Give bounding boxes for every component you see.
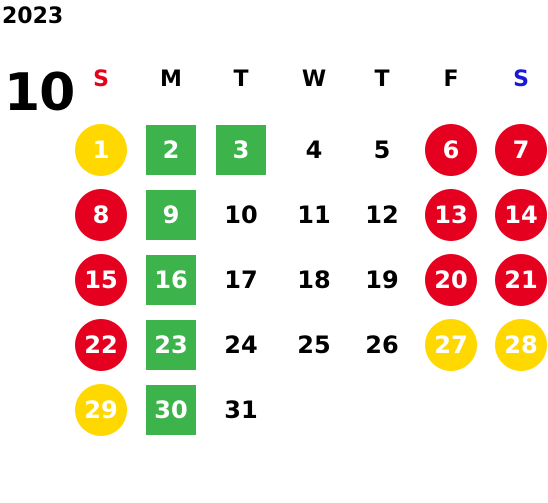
weekday-header-wed: W bbox=[301, 67, 327, 92]
year-label: 2023 bbox=[2, 4, 64, 29]
day-cell-1: 1 bbox=[75, 124, 127, 176]
month-number: 10 bbox=[4, 63, 75, 123]
day-cell-15: 15 bbox=[75, 254, 127, 306]
day-cell-14: 14 bbox=[495, 189, 547, 241]
weekday-header-tue: T bbox=[233, 67, 249, 92]
weekday-header-thu: T bbox=[374, 67, 390, 92]
day-cell-28: 28 bbox=[495, 319, 547, 371]
day-cell-18: 18 bbox=[297, 266, 331, 294]
day-cell-11: 11 bbox=[297, 201, 331, 229]
day-cell-31: 31 bbox=[224, 396, 258, 424]
day-cell-21: 21 bbox=[495, 254, 547, 306]
day-cell-12: 12 bbox=[365, 201, 399, 229]
day-cell-24: 24 bbox=[224, 331, 258, 359]
day-cell-23: 23 bbox=[146, 320, 196, 370]
day-cell-5: 5 bbox=[373, 136, 391, 164]
weekday-header-mon: M bbox=[160, 67, 182, 92]
day-cell-8: 8 bbox=[75, 189, 127, 241]
weekday-header-sat: S bbox=[513, 67, 529, 92]
day-cell-30: 30 bbox=[146, 385, 196, 435]
day-cell-26: 26 bbox=[365, 331, 399, 359]
weekday-header-sun: S bbox=[93, 67, 109, 92]
day-cell-9: 9 bbox=[146, 190, 196, 240]
day-cell-2: 2 bbox=[146, 125, 196, 175]
day-cell-25: 25 bbox=[297, 331, 331, 359]
day-cell-4: 4 bbox=[305, 136, 323, 164]
day-cell-3: 3 bbox=[216, 125, 266, 175]
weekday-header-fri: F bbox=[443, 67, 459, 92]
day-cell-10: 10 bbox=[224, 201, 258, 229]
day-cell-19: 19 bbox=[365, 266, 399, 294]
day-cell-16: 16 bbox=[146, 255, 196, 305]
day-cell-17: 17 bbox=[224, 266, 258, 294]
day-cell-29: 29 bbox=[75, 384, 127, 436]
day-cell-6: 6 bbox=[425, 124, 477, 176]
day-cell-22: 22 bbox=[75, 319, 127, 371]
day-cell-13: 13 bbox=[425, 189, 477, 241]
day-cell-27: 27 bbox=[425, 319, 477, 371]
day-cell-20: 20 bbox=[425, 254, 477, 306]
day-cell-7: 7 bbox=[495, 124, 547, 176]
